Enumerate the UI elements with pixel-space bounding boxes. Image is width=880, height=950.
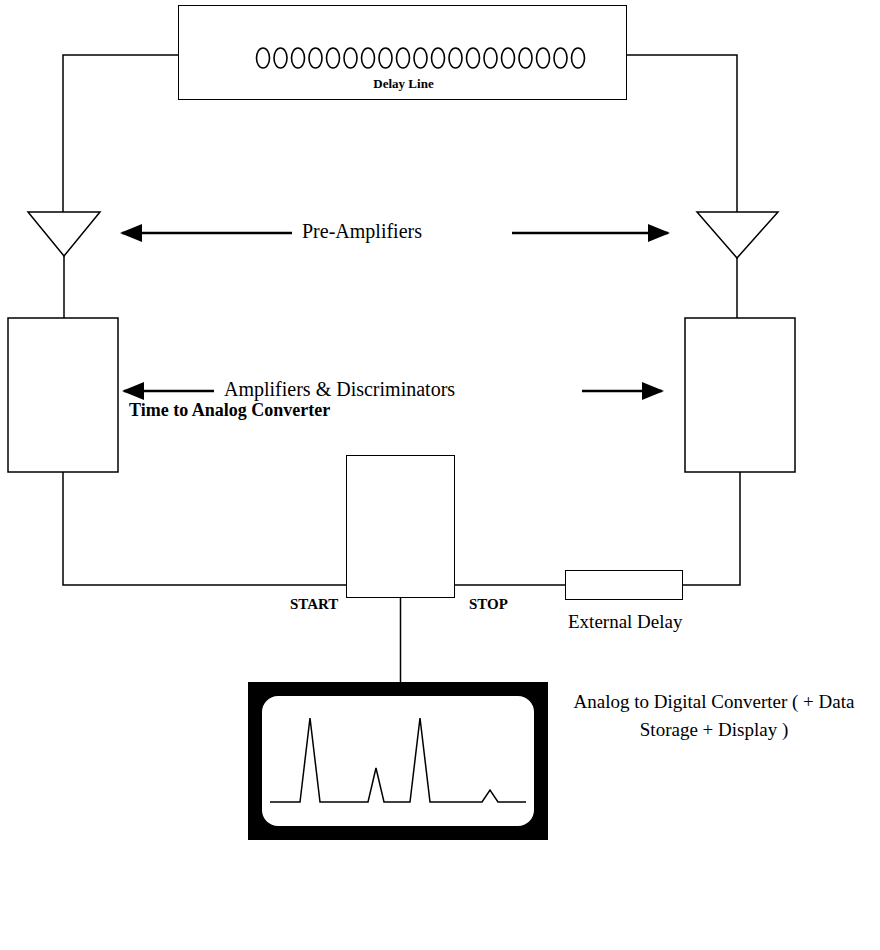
tac-box: Time to Analog Converter xyxy=(346,455,455,598)
amplifier-box xyxy=(685,318,795,472)
coil-turn xyxy=(292,48,305,68)
coil-turn xyxy=(572,48,585,68)
node-caption: External Delay xyxy=(568,611,682,633)
node-caption: Analog to Digital Converter ( + Data Sto… xyxy=(564,688,864,744)
signal-connector xyxy=(400,598,402,682)
node-heading: Time to Analog Converter xyxy=(129,400,330,421)
coil-turn xyxy=(432,48,445,68)
pointer-arrow xyxy=(122,232,292,235)
coil-turn xyxy=(362,48,375,68)
group-label: Amplifiers & Discriminators xyxy=(224,378,455,401)
node-label: Delay Line xyxy=(179,76,628,92)
pointer-arrow xyxy=(512,232,668,235)
external-delay-box: External Delay xyxy=(565,570,683,600)
signal-wire xyxy=(627,55,737,212)
coil-turn xyxy=(257,48,270,68)
signal-wire xyxy=(683,472,740,585)
display-unit: Analog to Digital Converter ( + Data Sto… xyxy=(248,682,548,840)
coil-turn xyxy=(467,48,480,68)
coil-turn xyxy=(414,48,427,68)
display-screen xyxy=(262,696,534,826)
signal-wire xyxy=(63,55,178,212)
signal-name: START xyxy=(290,596,338,613)
coil-turn xyxy=(449,48,462,68)
coil-turn xyxy=(274,48,287,68)
spectrum-trace xyxy=(270,718,526,802)
signal-wire xyxy=(63,472,346,585)
preamp-triangle xyxy=(697,212,778,258)
pointer-arrow xyxy=(124,390,214,393)
pointer-arrow xyxy=(582,390,662,393)
coil-turn xyxy=(344,48,357,68)
coil-turn xyxy=(554,48,567,68)
amplifier-box xyxy=(8,318,118,472)
delay-line-box: Delay Line xyxy=(178,5,627,100)
signal-name: STOP xyxy=(469,596,508,613)
coil-turn xyxy=(519,48,532,68)
group-label: Pre-Amplifiers xyxy=(302,220,422,243)
coil-turn xyxy=(397,48,410,68)
preamp-triangle xyxy=(28,212,100,256)
signal-wire xyxy=(63,256,65,318)
coil-turn xyxy=(537,48,550,68)
coil-turn xyxy=(484,48,497,68)
signal-connector xyxy=(455,584,565,586)
display-frame xyxy=(248,682,548,840)
coil-turn xyxy=(309,48,322,68)
signal-wire xyxy=(736,258,738,318)
coil-turn xyxy=(379,48,392,68)
coil-turn xyxy=(327,48,340,68)
coil-turn xyxy=(502,48,515,68)
